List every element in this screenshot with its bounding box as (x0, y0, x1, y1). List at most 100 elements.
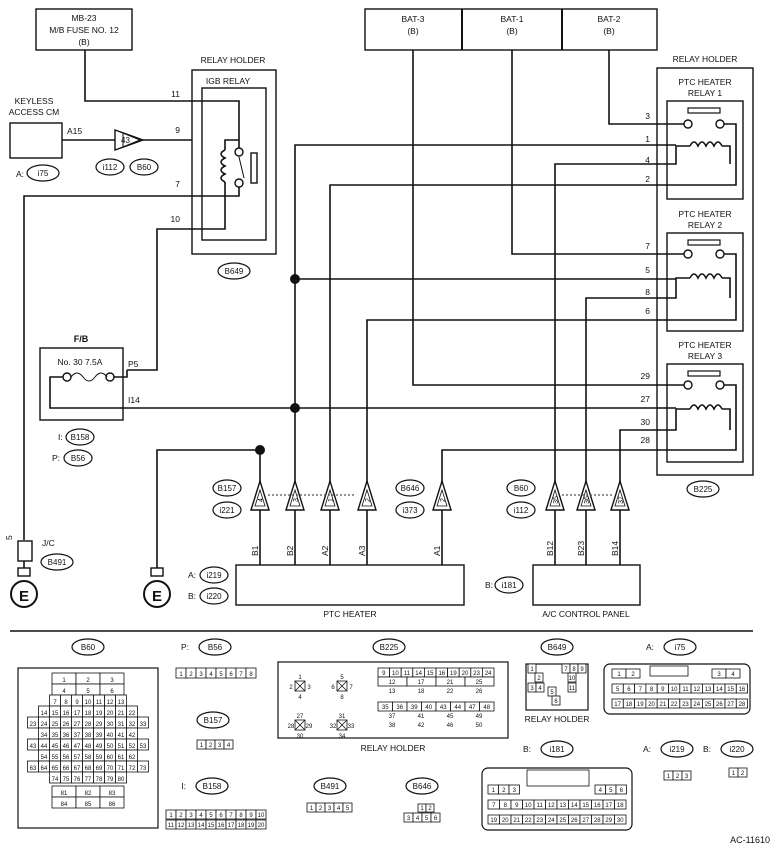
pin-number: 10 (85, 700, 92, 706)
pin-number: 26 (716, 702, 723, 708)
pin-number: 8 (340, 695, 344, 701)
connector-b157-label: B157 (218, 484, 237, 493)
pin-number: 69 (96, 766, 103, 772)
pin-number: 1 (310, 806, 314, 812)
pin-number: 26 (63, 722, 70, 728)
triangle-pin-label: 2 (365, 498, 372, 502)
pin-number: 3 (407, 816, 411, 822)
pin-number: 20 (502, 818, 509, 824)
pin-number: 1 (200, 743, 204, 749)
pin-number: 4 (538, 686, 542, 692)
face-title: B56 (208, 643, 223, 652)
heater-pin-label: B23 (576, 541, 586, 556)
face-prefix: A: (646, 642, 654, 652)
pin-number: 33 (140, 722, 147, 728)
ptc-pin-3: 3 (645, 111, 650, 121)
pin-number: 40 (425, 705, 432, 711)
bat1-sub: (B) (506, 26, 518, 36)
pin-number: 8 (239, 813, 243, 819)
pin-number: 9 (249, 813, 253, 819)
connector-b225-label: B225 (694, 485, 713, 494)
heater-conn1-prefix: A: (188, 570, 196, 580)
pin-number: 1 (617, 672, 621, 678)
face-prefix: P: (181, 642, 189, 652)
pin-number: 5 (550, 690, 554, 696)
fb-pin-p5: P5 (128, 359, 139, 369)
pin-number: 74 (52, 777, 59, 783)
triangle-pin-label: 1 (328, 498, 335, 502)
connector-triangle: 2 (357, 478, 377, 511)
pin-number: 3 (189, 813, 193, 819)
pin-number: 16 (438, 671, 445, 677)
pin-number: 13 (559, 803, 566, 809)
pin-number: 34 (41, 733, 48, 739)
pin-number: 25 (52, 722, 59, 728)
pin-number: 59 (96, 755, 103, 761)
pin-number: 28 (288, 724, 295, 730)
igb-pin-10: 10 (171, 214, 181, 224)
pin-number: 39 (411, 705, 418, 711)
keyless-pin-a15: A15 (67, 126, 82, 136)
ptc-pin-27: 27 (641, 394, 651, 404)
fuse-label-3: (B) (78, 37, 90, 47)
pin-number: 30 (107, 722, 114, 728)
face-title: B491 (321, 782, 340, 791)
pin-number: 9 (661, 687, 665, 693)
ptc-pin-7: 7 (645, 241, 650, 251)
pin-number: 17 (228, 823, 235, 829)
relay1-label-1: PTC HEATER (678, 77, 731, 87)
connector-b56-label: B56 (71, 454, 86, 463)
heater-pin-label: A1 (432, 545, 442, 556)
pin-number: 4 (62, 689, 66, 695)
pin-number: 4 (731, 672, 735, 678)
pin-number: 30 (297, 734, 304, 740)
face-title: i181 (549, 745, 565, 754)
pin-number: 23 (473, 671, 480, 677)
pin-number: 5 (346, 806, 350, 812)
pin-number: 32 (129, 722, 136, 728)
pin-number: 66 (63, 766, 70, 772)
pin-number: 5 (340, 675, 344, 681)
jc-pin-5: 5 (4, 535, 14, 540)
pin-number: 53 (140, 744, 147, 750)
pin-number: 13 (118, 700, 125, 706)
pin-number: 81 (61, 791, 68, 797)
pin-number: 28 (85, 722, 92, 728)
pin-number: 35 (382, 705, 389, 711)
pin-number: 26 (571, 818, 578, 824)
ac-control-panel-box (532, 564, 641, 606)
pin-number: 11 (537, 803, 544, 809)
connector-b646-label: B646 (401, 484, 420, 493)
pin-number: 16 (63, 711, 70, 717)
pin-number: 9 (580, 667, 584, 673)
triangle-pin-label: 35 (553, 496, 560, 504)
ptc-pin-4: 4 (645, 155, 650, 165)
pin-number: 37 (389, 714, 396, 720)
pin-number: 38 (389, 723, 396, 729)
connector-i221-label: i221 (219, 506, 235, 515)
pin-number: 3 (199, 672, 203, 678)
ptc-pin-6: 6 (645, 306, 650, 316)
pin-number: 11 (569, 686, 576, 692)
pin-number: 19 (490, 818, 497, 824)
face-prefix: B: (703, 744, 711, 754)
pin-number: 12 (107, 700, 114, 706)
pin-number: 12 (693, 687, 700, 693)
pin-number: 10 (258, 813, 265, 819)
pin-number: 83 (109, 791, 116, 797)
pin-number: 29 (306, 724, 313, 730)
ptc-pin-30: 30 (641, 417, 651, 427)
pin-number: 15 (582, 803, 589, 809)
relay1-label-2: RELAY 1 (688, 88, 722, 98)
pin-number: 22 (447, 689, 454, 695)
pin-number: 9 (75, 700, 79, 706)
triangle-pin-label: 4 (258, 498, 265, 502)
pin-number: 39 (96, 733, 103, 739)
pin-number: 8 (249, 672, 253, 678)
pin-number: 16 (594, 803, 601, 809)
pin-number: 45 (447, 714, 454, 720)
pin-number: 21 (513, 818, 520, 824)
